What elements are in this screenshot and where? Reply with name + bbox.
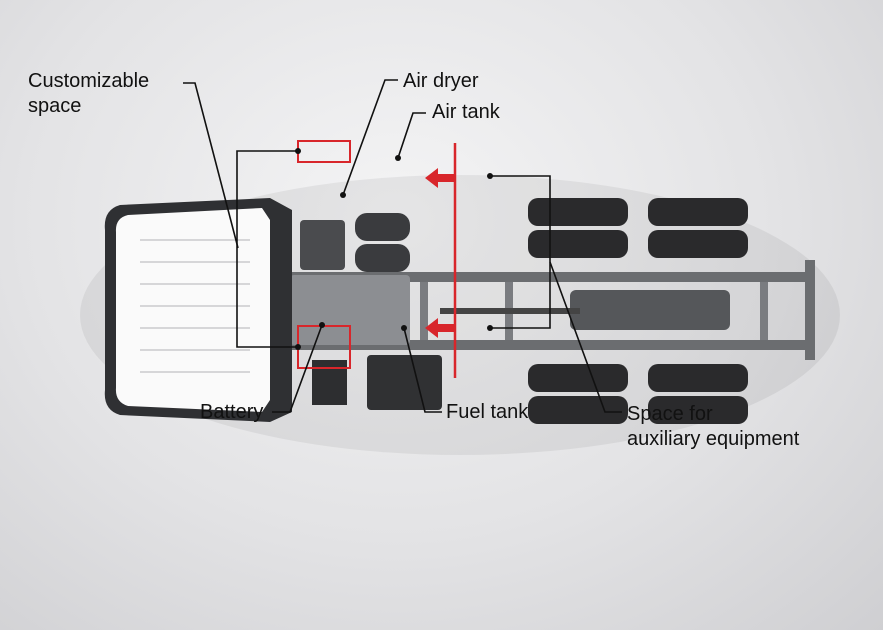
engine bbox=[290, 275, 410, 345]
leader-dots bbox=[295, 148, 493, 350]
battery-box bbox=[312, 360, 347, 405]
label-air-dryer: Air dryer bbox=[403, 70, 479, 92]
leader-lines bbox=[183, 79, 622, 413]
label-auxiliary-space: Space for bbox=[627, 403, 713, 425]
label-battery: Battery bbox=[200, 401, 263, 423]
label-auxiliary-space-2: auxiliary equipment bbox=[627, 428, 800, 450]
label-customizable-space: Customizable bbox=[28, 70, 149, 92]
air-dryer-unit bbox=[300, 220, 345, 270]
truck-cab bbox=[104, 198, 292, 422]
red-markers bbox=[297, 140, 457, 378]
air-tanks bbox=[355, 213, 410, 272]
fuel-tank-unit bbox=[367, 355, 442, 410]
chassis-frame bbox=[290, 260, 815, 360]
label-air-tank: Air tank bbox=[432, 101, 501, 123]
label-customizable-space-2: space bbox=[28, 95, 81, 117]
arrow-left-icon bbox=[425, 168, 455, 188]
rear-wheels bbox=[528, 198, 748, 424]
label-fuel-tank: Fuel tank bbox=[446, 401, 529, 423]
customizable-space-box bbox=[297, 140, 351, 163]
arrow-left-icon bbox=[425, 318, 455, 338]
